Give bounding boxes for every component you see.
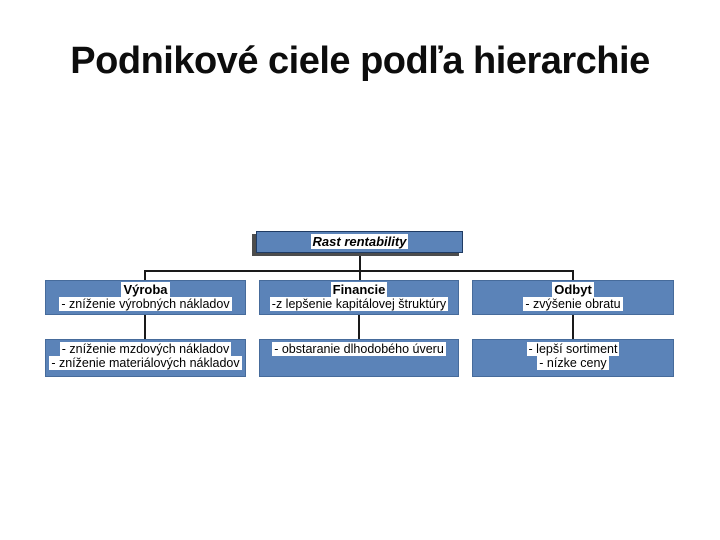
- node-rast-rentability: Rast rentability: [256, 231, 463, 253]
- node-financie: Financie -z lepšenie kapitálovej štruktú…: [259, 280, 459, 315]
- detail-line: - obstaranie dlhodobého úveru: [260, 342, 458, 356]
- subnode-odbyt-details: - lepší sortiment - nízke ceny: [472, 339, 674, 377]
- connector-financie-detail: [358, 315, 360, 339]
- subnode-vyroba-details: - zníženie mzdových nákladov - zníženie …: [45, 339, 246, 377]
- node-odbyt-title: Odbyt: [552, 282, 594, 297]
- node-odbyt-subtitle: - zvýšenie obratu: [523, 297, 623, 311]
- node-financie-title: Financie: [330, 282, 388, 297]
- connector-odbyt-detail: [572, 315, 574, 339]
- root-node-label: Rast rentability: [310, 234, 409, 249]
- vyroba-detail-1: - zníženie mzdových nákladov: [59, 342, 232, 356]
- subnode-financie-details: - obstaranie dlhodobého úveru: [259, 339, 459, 377]
- vyroba-detail-2: - zníženie materiálových nákladov: [49, 356, 242, 370]
- detail-line: - zníženie materiálových nákladov: [46, 356, 245, 370]
- node-subtitle-line: -z lepšenie kapitálovej štruktúry: [260, 297, 458, 311]
- connector-vyroba-detail: [144, 315, 146, 339]
- node-title-line: Odbyt: [473, 282, 673, 297]
- connector-root-vertical: [359, 253, 361, 280]
- node-vyroba-subtitle: - zníženie výrobných nákladov: [59, 297, 232, 311]
- node-vyroba: Výroba - zníženie výrobných nákladov: [45, 280, 246, 315]
- connector-stub-vyroba: [144, 270, 146, 280]
- node-title-line: Výroba: [46, 282, 245, 297]
- odbyt-detail-2: - nízke ceny: [537, 356, 609, 370]
- node-subtitle-line: - zvýšenie obratu: [473, 297, 673, 311]
- slide-title: Podnikové ciele podľa hierarchie: [70, 40, 650, 82]
- financie-detail-1: - obstaranie dlhodobého úveru: [272, 342, 446, 356]
- detail-line: - lepší sortiment: [473, 342, 673, 356]
- node-odbyt: Odbyt - zvýšenie obratu: [472, 280, 674, 315]
- node-vyroba-title: Výroba: [121, 282, 170, 297]
- odbyt-detail-1: - lepší sortiment: [526, 342, 620, 356]
- node-subtitle-line: - zníženie výrobných nákladov: [46, 297, 245, 311]
- connector-stub-odbyt: [572, 270, 574, 280]
- detail-line: - nízke ceny: [473, 356, 673, 370]
- connector-horizontal: [144, 270, 574, 272]
- node-label-line: Rast rentability: [310, 234, 409, 249]
- node-title-line: Financie: [260, 282, 458, 297]
- detail-line: - zníženie mzdových nákladov: [46, 342, 245, 356]
- node-financie-subtitle: -z lepšenie kapitálovej štruktúry: [269, 297, 449, 311]
